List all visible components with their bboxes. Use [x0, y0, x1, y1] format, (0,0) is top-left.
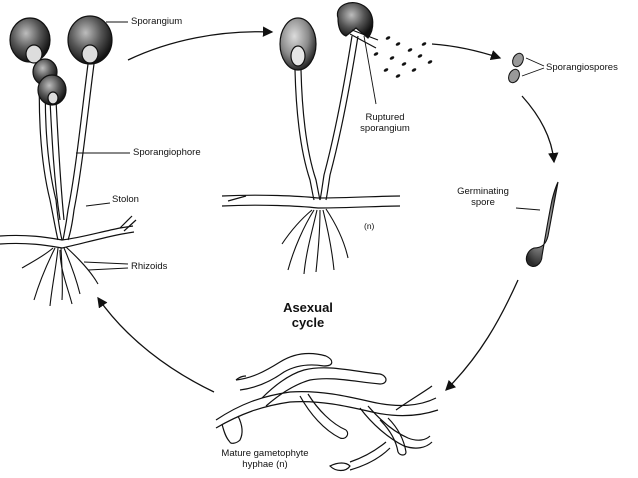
- label-ruptured-sporangium: Ruptured sporangium: [350, 112, 420, 134]
- sporangium-head: [279, 17, 317, 71]
- released-spores: [373, 36, 433, 78]
- ruptured-sporangium: [336, 2, 374, 39]
- arrow-to-asexual: [127, 26, 274, 61]
- label-sporangium: Sporangium: [131, 16, 183, 27]
- label-hyphae-line2: hyphae (n): [242, 459, 288, 470]
- label-ploidy: (n): [364, 221, 375, 231]
- left-sporangia: [9, 15, 113, 106]
- label-ruptured-line1: Ruptured: [365, 112, 405, 123]
- label-sporangiospores: Sporangiospores: [546, 62, 618, 73]
- sporangiospores-cluster: [508, 52, 524, 84]
- label-cycle-line2: cycle: [291, 315, 325, 330]
- label-hyphae-line1: Mature gametophyte: [221, 448, 309, 459]
- label-cycle-line1: Asexual: [283, 300, 333, 315]
- leader-lines: [76, 21, 545, 271]
- label-asexual-cycle: Asexual cycle: [268, 300, 348, 330]
- mature-hyphae: [215, 352, 439, 472]
- sporangium-head: [67, 15, 113, 65]
- middle-sporangia: [279, 2, 379, 71]
- label-rhizoids: Rhizoids: [131, 261, 168, 272]
- arrow-to-hyphae: [445, 279, 519, 391]
- rhizoids: [21, 246, 99, 307]
- middle-mycelium: [221, 35, 401, 275]
- sporangiophore-stalks: [294, 35, 359, 201]
- label-stolon: Stolon: [112, 194, 139, 205]
- label-sporangiophore: Sporangiophore: [133, 147, 201, 158]
- arrow-to-spores: [431, 43, 502, 61]
- arrow-to-sporangium: [97, 296, 215, 393]
- stolon-hypha: [0, 225, 134, 241]
- label-germinating-line2: spore: [471, 197, 495, 208]
- label-mature-hyphae: Mature gametophyte hyphae (n): [210, 448, 320, 470]
- arrow-to-germination: [521, 95, 559, 164]
- germinating-spore: [525, 181, 559, 267]
- label-germinating-line1: Germinating: [457, 186, 509, 197]
- left-mycelium: [0, 63, 137, 307]
- cycle-arrows: [97, 26, 559, 393]
- sporangium-head: [37, 74, 67, 106]
- rhizoids: [281, 208, 349, 275]
- label-germinating-spore: Germinating spore: [448, 186, 518, 208]
- label-ruptured-line2: sporangium: [360, 123, 410, 134]
